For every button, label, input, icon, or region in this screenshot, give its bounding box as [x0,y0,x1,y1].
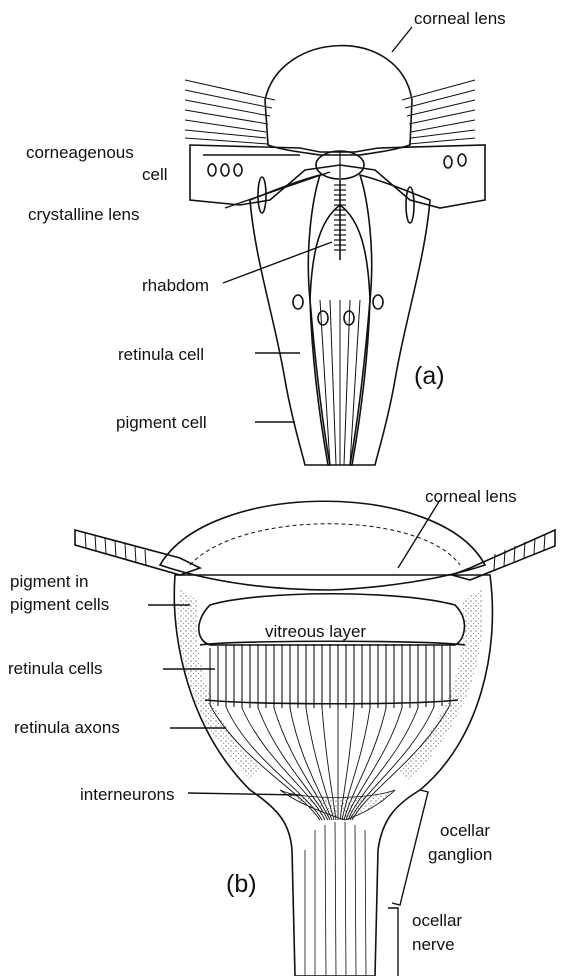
rhabdom-a [334,180,346,260]
label-rhabdom-a: rhabdom [142,276,209,295]
label-ocellar-ganglion-2: ganglion [428,845,492,864]
panel-a-drawing [185,27,485,465]
label-ocellar-nerve-1: ocellar [412,911,462,930]
retinula-cells-b [200,641,465,708]
label-corneal-lens-a: corneal lens [414,9,506,28]
label-retinula-cells-b: retinula cells [8,659,103,678]
ocellar-nerve-fibers-b [305,822,366,976]
label-interneurons-b: interneurons [80,785,175,804]
label-retinula-cell-a: retinula cell [118,345,204,364]
label-pigment-cells-b: pigment cells [10,595,109,614]
label-corneagenous-a: corneagenous [26,143,134,162]
retinula-nuclei-a [258,177,414,325]
corneal-lens-a [265,46,412,155]
lens-inner-dashed [190,524,460,565]
panel-b-tag: (b) [226,870,257,898]
panel-a-tag: (a) [414,362,445,390]
label-pigment-in-b: pigment in [10,572,88,591]
cuticle-arms-b [75,530,555,580]
label-corneagenous-cell-a: cell [142,165,168,184]
label-vitreous-layer-b: vitreous layer [265,622,366,641]
label-pigment-cell-a: pigment cell [116,413,207,432]
panel-b-drawing [75,500,555,976]
label-crystalline-lens-a: crystalline lens [28,205,140,224]
label-ocellar-nerve-2: nerve [412,935,455,954]
label-retinula-axons-b: retinula axons [14,718,120,737]
pigment-cells-b [178,590,262,780]
label-corneal-lens-b: corneal lens [425,487,517,506]
corneal-lens-b [160,501,485,590]
cuticle-striations [185,80,475,144]
label-ocellar-ganglion-1: ocellar [440,821,490,840]
nerve-bracket [388,908,398,976]
